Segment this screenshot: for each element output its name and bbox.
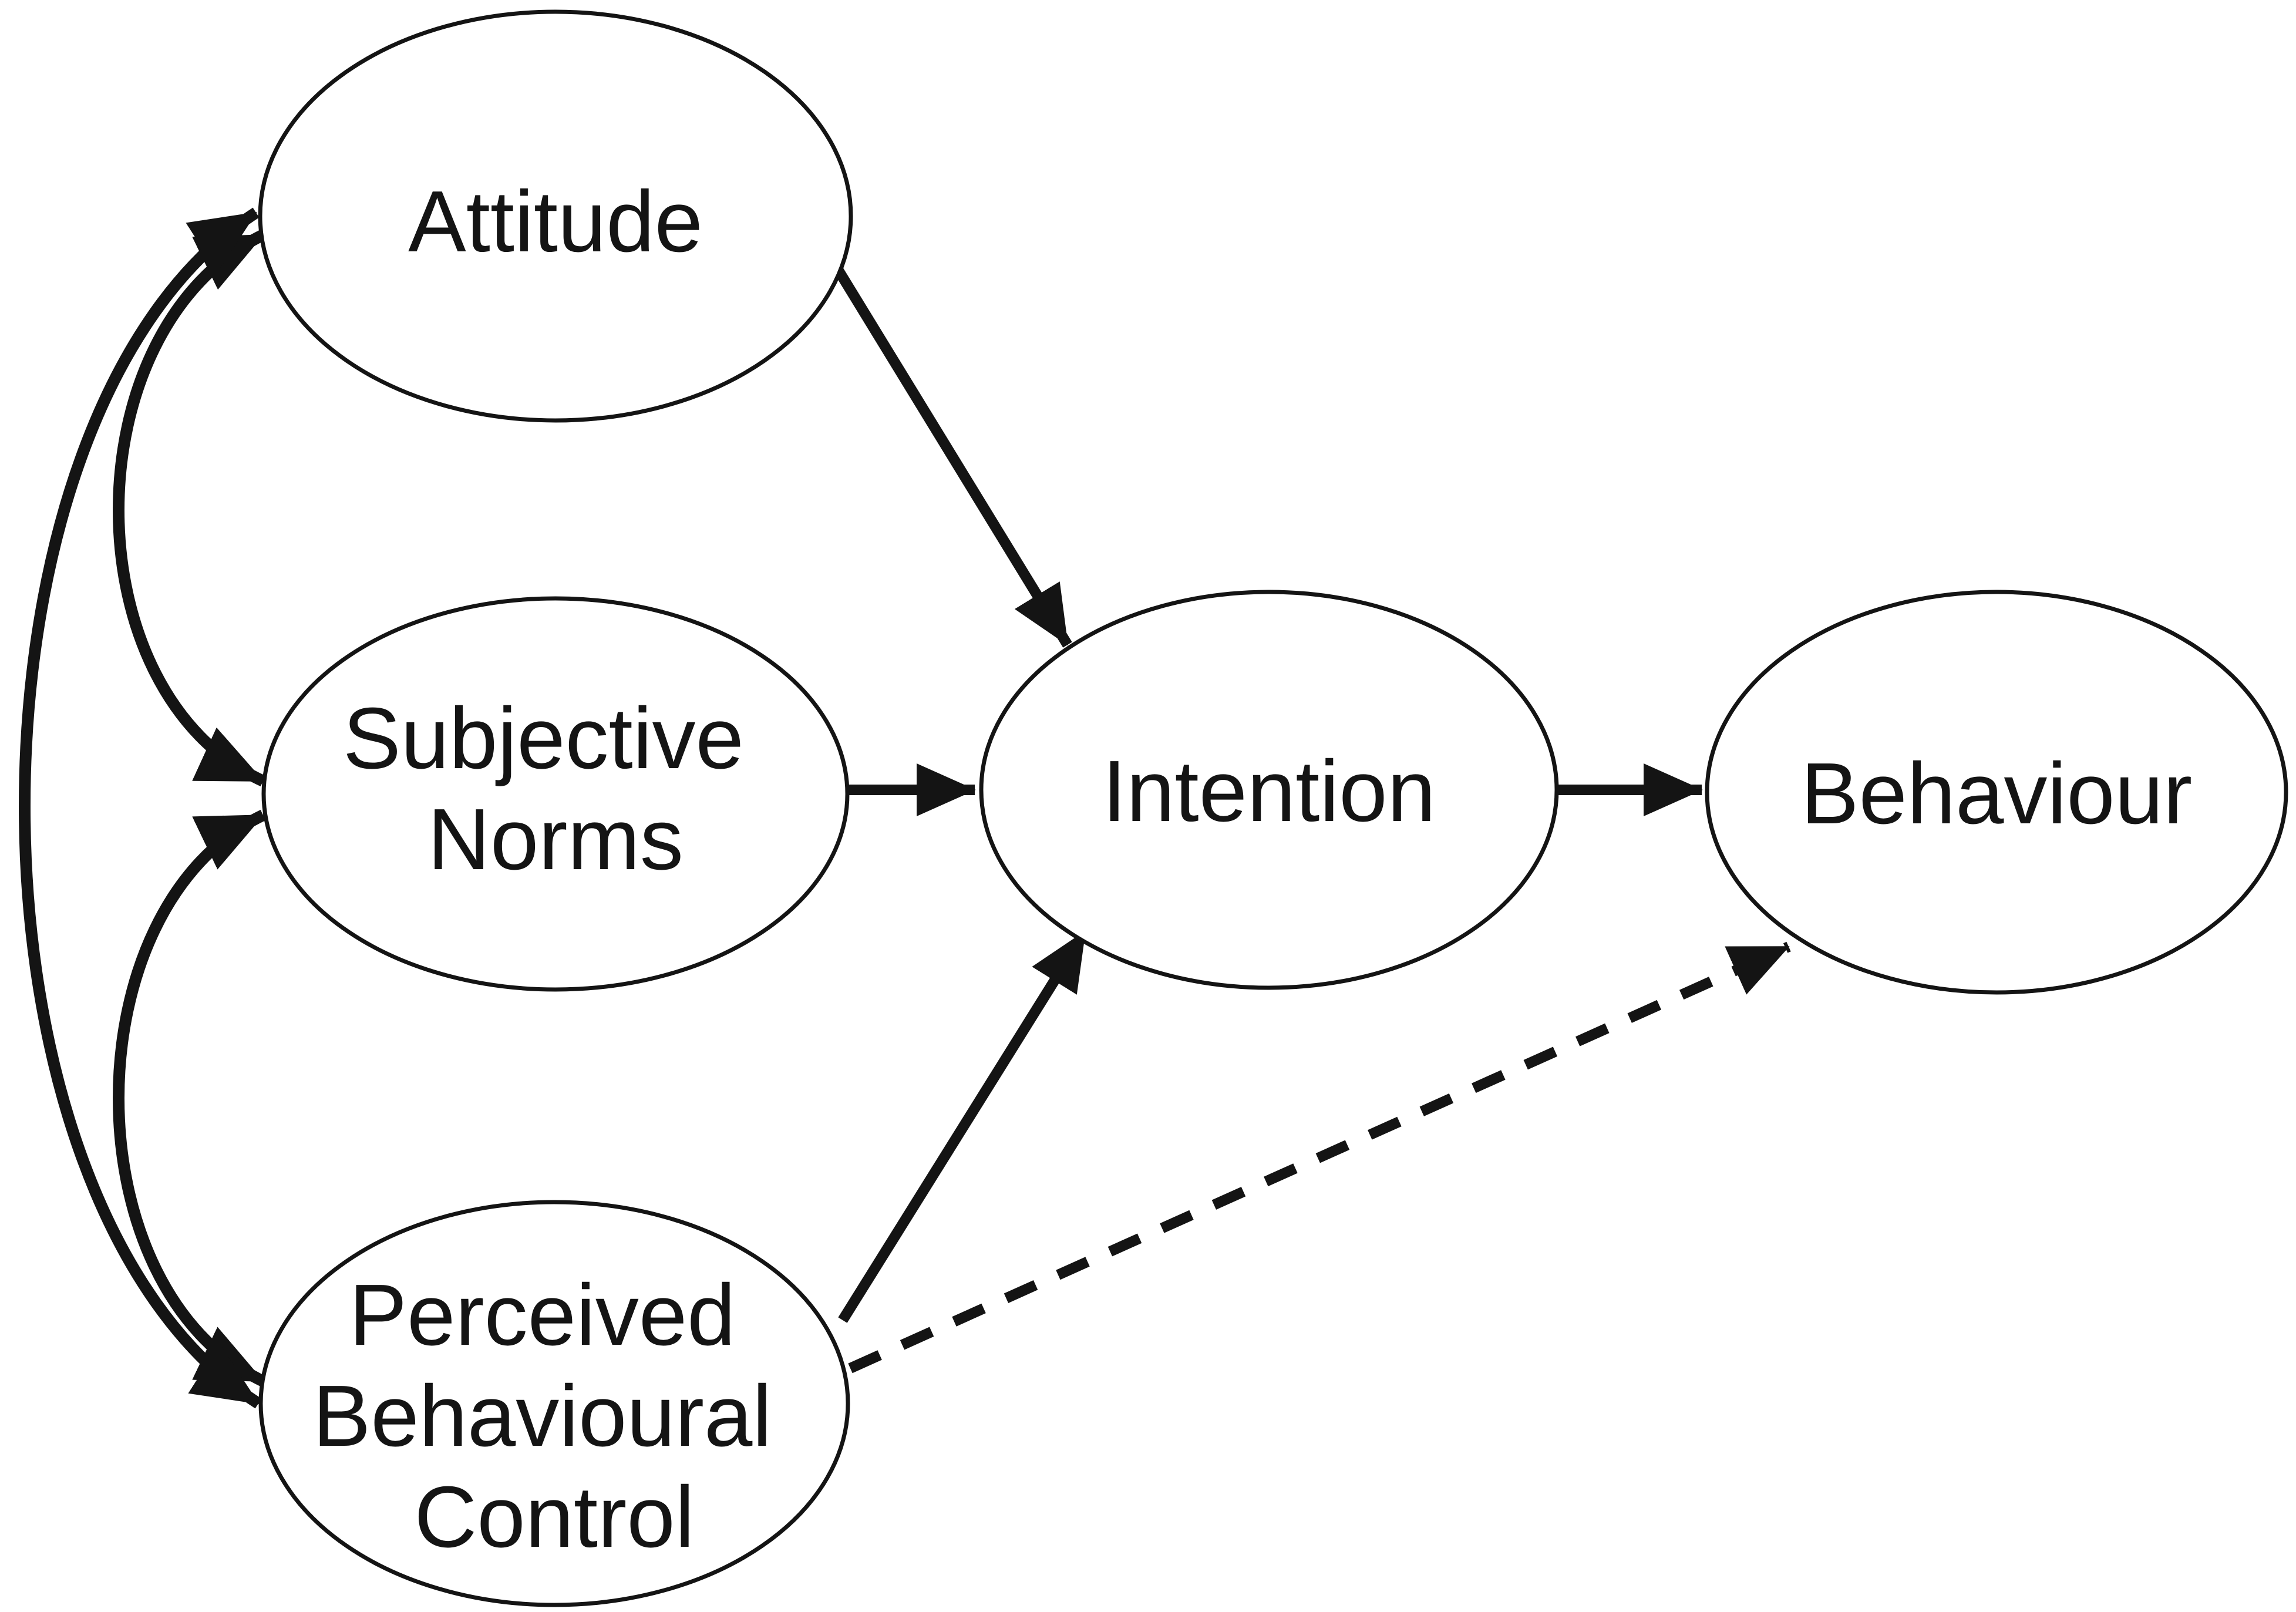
subjective-norms-label: Subjective Norms	[343, 690, 768, 888]
correlation-arrow-attitude-subjective-norms	[113, 230, 266, 787]
attitude-label: Attitude	[408, 173, 703, 270]
arrow-pbc-to-intention	[838, 928, 1090, 1323]
subjective-norms-ellipse	[261, 596, 850, 992]
node-behaviour: Behaviour	[1705, 590, 2288, 995]
intention-ellipse	[979, 590, 1559, 990]
behaviour-label: Behaviour	[1801, 745, 2192, 842]
perceived-behavioural-control-label: Perceived Behavioural Control	[313, 1267, 796, 1566]
behaviour-ellipse	[1705, 590, 2288, 995]
node-attitude: Attitude	[258, 9, 853, 423]
correlation-arrow-subjective-norms-pbc	[113, 809, 266, 1387]
attitude-ellipse	[258, 9, 853, 423]
node-subjective-norms: Subjective Norms	[261, 596, 850, 992]
node-intention: Intention	[979, 590, 1559, 990]
correlation-arrow-attitude-pbc	[19, 207, 262, 1409]
intention-label: Intention	[1102, 743, 1436, 840]
arrow-attitude-to-intention	[822, 248, 1072, 648]
perceived-behavioural-control-ellipse	[258, 1200, 850, 1607]
node-perceived-behavioural-control: Perceived Behavioural Control	[258, 1200, 850, 1607]
arrow-pbc-to-behaviour-dashed	[848, 941, 1791, 1374]
